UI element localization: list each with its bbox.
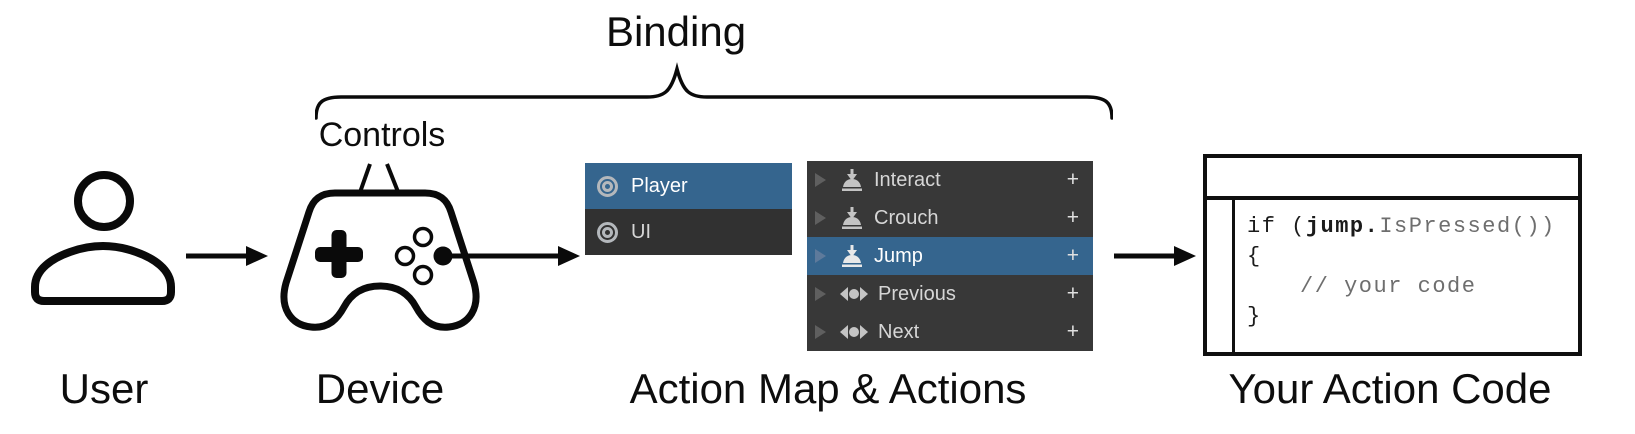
code-close-brace: } <box>1247 304 1262 329</box>
axis-icon <box>840 325 868 339</box>
code-snippet: if (jump.IsPressed()) { // your code} <box>1247 212 1556 332</box>
binding-brace <box>315 62 1113 120</box>
code-if: if ( <box>1247 214 1306 239</box>
add-binding-button[interactable]: + <box>1066 320 1079 343</box>
code-window-body: if (jump.IsPressed()) { // your code} <box>1207 200 1578 352</box>
action-label: Crouch <box>874 206 939 229</box>
user-label: User <box>59 365 149 412</box>
code-comment: // your code <box>1300 274 1477 299</box>
foldout-arrow-icon[interactable] <box>815 249 826 263</box>
action-map-label: Player <box>631 174 688 197</box>
button-press-icon <box>842 245 862 267</box>
add-binding-button[interactable]: + <box>1066 282 1079 305</box>
action-map-label: UI <box>631 220 651 243</box>
code-window-titlebar <box>1207 158 1578 200</box>
action-map-icon <box>597 221 618 243</box>
controls-label: Controls <box>318 116 446 154</box>
action-label: Next <box>878 320 920 343</box>
action-map-row-ui[interactable]: UI <box>585 209 792 255</box>
device-label: Device <box>315 365 445 412</box>
arrow-actions-to-code-icon <box>1114 246 1196 266</box>
action-code-window: if (jump.IsPressed()) { // your code} <box>1203 154 1582 356</box>
action-row-interact[interactable]: Interact + <box>807 161 1093 199</box>
action-label: Jump <box>874 244 923 267</box>
binding-label: Binding <box>605 8 747 55</box>
add-binding-button[interactable]: + <box>1066 206 1079 229</box>
arrow-user-to-device-icon <box>186 246 268 266</box>
foldout-arrow-icon[interactable] <box>815 287 826 301</box>
action-map-row-player[interactable]: Player <box>585 163 792 209</box>
actions-panel: Interact + Crouch + Jump + <box>807 161 1093 351</box>
add-binding-button[interactable]: + <box>1066 168 1079 191</box>
code-gutter-line <box>1232 200 1235 352</box>
code-jump-variable: jump. <box>1305 214 1380 239</box>
code-open-brace: { <box>1247 244 1262 269</box>
action-label: Previous <box>878 282 956 305</box>
button-press-icon <box>842 207 862 229</box>
arrow-device-to-actions-icon <box>446 246 580 266</box>
action-row-previous[interactable]: Previous + <box>807 275 1093 313</box>
action-row-jump[interactable]: Jump + <box>807 237 1093 275</box>
user-icon <box>31 171 175 305</box>
foldout-arrow-icon[interactable] <box>815 173 826 187</box>
gamepad-icon <box>280 189 480 331</box>
action-row-crouch[interactable]: Crouch + <box>807 199 1093 237</box>
code-ispressed-call: IsPressed()) <box>1379 214 1556 239</box>
face-buttons-icon <box>394 226 453 286</box>
action-label: Interact <box>874 168 941 191</box>
your-action-code-label: Your Action Code <box>1228 365 1552 412</box>
button-press-icon <box>842 169 862 191</box>
foldout-arrow-icon[interactable] <box>815 325 826 339</box>
action-map-icon <box>597 175 618 197</box>
add-binding-button[interactable]: + <box>1066 244 1079 267</box>
dpad-icon <box>315 230 363 278</box>
action-map-panel: Player UI <box>585 163 792 255</box>
action-map-actions-label: Action Map & Actions <box>629 365 1027 412</box>
foldout-arrow-icon[interactable] <box>815 211 826 225</box>
axis-icon <box>840 287 868 301</box>
action-row-next[interactable]: Next + <box>807 313 1093 351</box>
